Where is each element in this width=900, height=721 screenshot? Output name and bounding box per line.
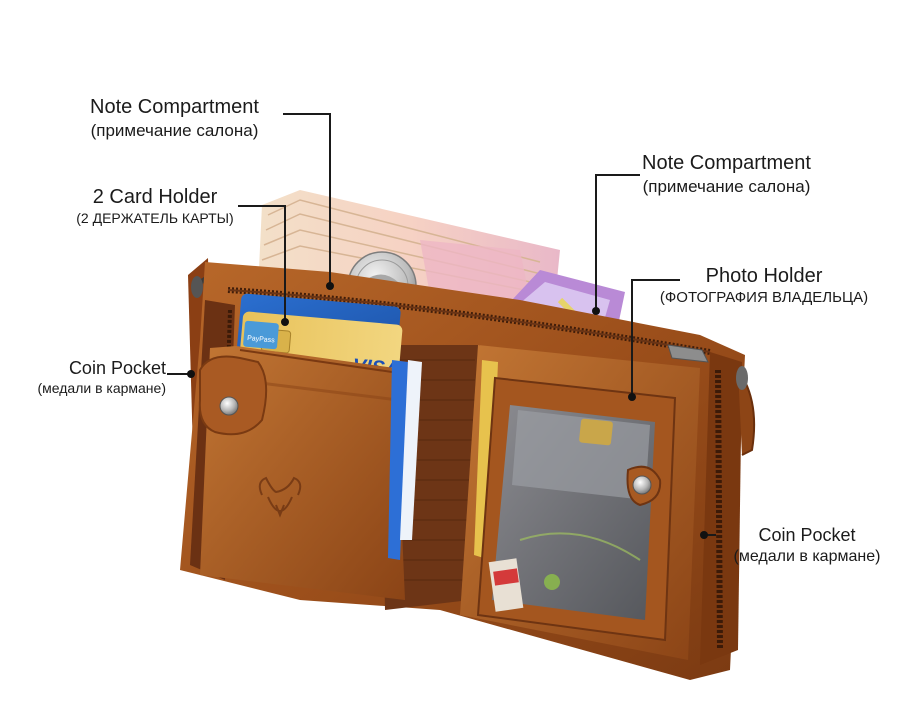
callout-coin-right-en: Coin Pocket — [758, 525, 856, 545]
callout-note-right-en: Note Compartment — [642, 152, 811, 174]
leader-dots — [187, 282, 708, 539]
callout-coin-left-en: Coin Pocket — [68, 358, 166, 378]
leader-note-right — [595, 174, 640, 310]
callout-card-holder-ru: (2 ДЕРЖАТЕЛЬ КАРТЫ) — [76, 210, 234, 226]
callout-photo-holder-en: Photo Holder — [705, 265, 823, 287]
callout-note-left-ru: (примечание салона) — [90, 121, 259, 140]
callout-note-left: Note Compartment (примечание салона) — [90, 95, 259, 141]
callout-photo-holder-ru: (ФОТОГРАФИЯ ВЛАДЕЛЬЦА) — [659, 289, 869, 306]
callout-photo-holder: Photo Holder (ФОТОГРАФИЯ ВЛАДЕЛЬЦА) — [636, 264, 892, 308]
left-snap-flap — [198, 355, 268, 436]
leader-lines — [167, 113, 716, 536]
leader-note-left — [283, 113, 331, 285]
paypass-mark: PayPass — [247, 335, 276, 344]
callout-note-right: Note Compartment (примечание салона) — [642, 151, 811, 197]
callout-coin-left-ru: (медали в кармане) — [37, 379, 166, 396]
leader-photo-holder — [631, 279, 680, 396]
right-snap-button — [632, 475, 652, 495]
leader-card-holder — [238, 205, 286, 322]
callout-coin-left: Coin Pocket (медали в кармане) — [6, 357, 166, 397]
callout-coin-right-ru: (медали в кармане) — [733, 547, 881, 565]
callout-note-left-en: Note Compartment — [90, 96, 259, 118]
callout-card-holder: 2 Card Holder (2 ДЕРЖАТЕЛЬ КАРТЫ) — [74, 185, 236, 228]
callout-note-right-ru: (примечание салона) — [642, 177, 811, 196]
brand-emboss — [258, 476, 302, 518]
left-snap-button — [219, 396, 239, 416]
callout-card-holder-en: 2 Card Holder — [92, 186, 218, 208]
callout-coin-right: Coin Pocket (медали в кармане) — [722, 524, 892, 567]
